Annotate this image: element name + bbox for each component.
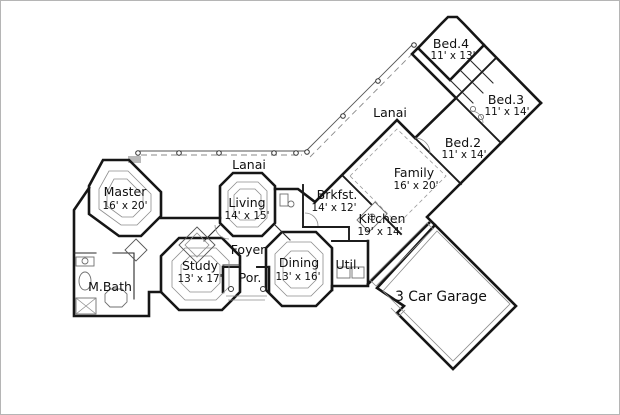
wall-study-octagon: [159, 236, 242, 312]
room-label-bed3: Bed.3: [488, 92, 524, 107]
room-dims-bed3: 11' x 14': [485, 106, 530, 118]
interior-walls: [73, 56, 503, 300]
room-labels: Master 16' x 20' M.Bath Study 13' x 17' …: [88, 36, 529, 305]
lanai-open-edges: [138, 42, 415, 158]
wall-wing-ne: [482, 43, 543, 105]
wall-bed2-family: [413, 136, 463, 186]
wall-bed4-bay: [416, 15, 486, 82]
wall-bed3-hall: [454, 56, 498, 100]
wall-foyer-diag: [203, 224, 291, 242]
wall-porch-sides: [221, 265, 271, 294]
door-swing-arcs: [214, 110, 484, 240]
wall-garage: [375, 223, 518, 371]
shower-icon: [104, 288, 128, 308]
wall-brkfst-south: [302, 226, 350, 242]
room-dims-dining: 13' x 16': [276, 271, 321, 283]
room-dims-family: 16' x 20': [394, 180, 439, 192]
room-dims-bed2: 11' x 14': [442, 149, 487, 161]
washer-dryer-icon: [336, 266, 365, 279]
room-label-porch: Por.: [239, 270, 262, 285]
wall-mbath-wing: [72, 186, 163, 318]
wall-north-jog: [273, 187, 317, 204]
kitchen-counter-icon: [369, 222, 434, 287]
room-label-utility: Util.: [336, 257, 361, 272]
bath-fixtures-icon: [279, 105, 485, 208]
room-label-family: Family: [394, 165, 435, 180]
lanai-columns: [135, 42, 417, 156]
room-dims-bed4: 11' x 13': [431, 50, 476, 62]
room-dims-living: 14' x 15': [225, 210, 270, 222]
porch-columns: [228, 286, 266, 292]
room-label-foyer: Foyer: [231, 242, 266, 257]
room-dims-kitchen: 19' x 14': [358, 226, 403, 238]
room-label-garage: 3 Car Garage: [395, 289, 487, 305]
room-label-living: Living: [228, 195, 265, 210]
room-label-bed2: Bed.2: [445, 135, 481, 150]
room-label-breakfast: Brkfst.: [317, 187, 358, 202]
ceiling-detail-lines: [98, 128, 511, 362]
room-label-bed4: Bed.4: [433, 36, 469, 51]
tub-icon: [78, 271, 92, 291]
room-dims-study: 13' x 17': [178, 273, 223, 285]
room-dims-master: 16' x 20': [103, 200, 148, 212]
closet-shelving-icon: [75, 297, 97, 315]
room-label-master: Master: [104, 184, 148, 199]
room-label-study: Study: [182, 258, 219, 273]
room-label-lanai-right: Lanai: [373, 105, 407, 120]
exterior-walls: [72, 15, 543, 371]
wall-wing-nw: [313, 46, 458, 204]
room-dims-breakfast: 14' x 12': [312, 202, 357, 214]
room-label-kitchen: Kitchen: [359, 211, 406, 226]
chimney-shading: [128, 156, 141, 163]
entry-vestibule: [124, 226, 216, 264]
wall-kitchen-garage: [366, 221, 431, 286]
vanity-icon: [75, 256, 95, 267]
room-label-m-bath: M.Bath: [88, 279, 132, 294]
wall-mbath-north: [73, 252, 135, 300]
wall-bed-closets: [449, 59, 494, 104]
wall-bed2-bed3: [454, 96, 503, 145]
wall-living-octagon: [218, 171, 277, 238]
wall-master-octagon: [87, 158, 163, 238]
fixtures: [75, 105, 485, 315]
wall-family-kitchen: [340, 173, 403, 236]
kitchen-island-icon: [356, 201, 388, 233]
room-label-dining: Dining: [279, 255, 319, 270]
wall-wing-se: [425, 101, 543, 227]
room-label-lanai-left: Lanai: [232, 157, 266, 172]
wall-dining-octagon: [264, 230, 334, 308]
